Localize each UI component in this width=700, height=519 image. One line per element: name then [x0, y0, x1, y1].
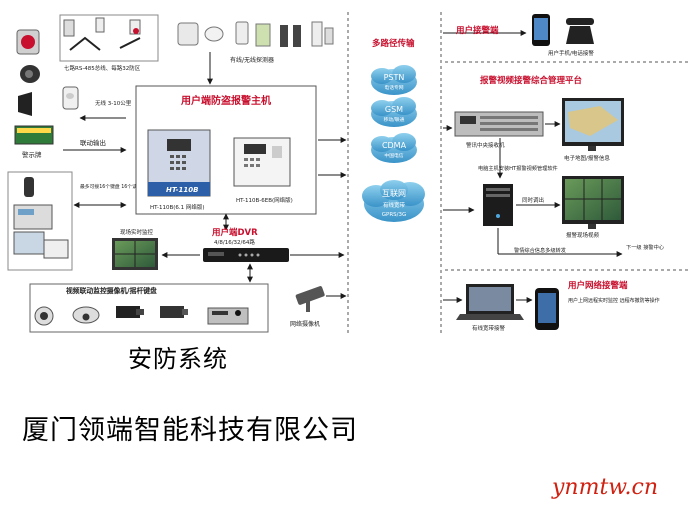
- network-camera: [295, 286, 325, 312]
- desk-phone: [566, 18, 594, 44]
- cloud-internet-sub2: GPRS/3G: [382, 212, 407, 218]
- cloud-pstn: [371, 65, 417, 95]
- live-monitor: [112, 238, 158, 270]
- keypad-note: 最多可接16个键盘 16个读卡器 30个遥控器: [80, 183, 174, 190]
- cloud-cdma-sub: 中国电信: [384, 152, 403, 159]
- laptop: [456, 284, 524, 320]
- remote-label: 用户上网远程实时监控 远程布撤防等操作: [568, 297, 660, 304]
- laptop-label: 有线宽带接警: [472, 324, 506, 332]
- diagram-caption: 安防系统: [128, 345, 228, 373]
- cloud-gsm: [371, 97, 417, 127]
- cloud-gsm-sub: 移动/联通: [384, 116, 405, 123]
- cloud-pstn-sub: 电话专网: [384, 84, 403, 91]
- platform-title: 报警视频接警综合管理平台: [480, 75, 583, 86]
- sync-label: 同时调出: [522, 196, 544, 204]
- alarm-host-b: [233, 137, 291, 187]
- host-panel-title: 用户端防盗报警主机: [180, 94, 271, 107]
- pc-tower: [483, 184, 513, 226]
- host-brand-text: HT-110B: [166, 186, 198, 194]
- phone-label: 用户手机/电话接警: [548, 49, 594, 57]
- host-model-b: HT-110B-6EB(网络版): [236, 196, 293, 204]
- user-alarm-title: 用户接警端: [455, 25, 499, 36]
- cloud-gsm-name: GSM: [385, 105, 403, 114]
- warning-board-label: 警示牌: [22, 150, 42, 159]
- linkage-output-label: 联动输出: [80, 138, 106, 147]
- cloud-internet-name: 互联网: [382, 189, 406, 198]
- live-monitor-label: 现场实时监控: [120, 228, 154, 236]
- map-label: 电子地图/报警信息: [564, 154, 610, 162]
- network-camera-label: 网络摄像机: [290, 320, 320, 328]
- smartphone: [535, 288, 559, 330]
- dvr-channels: 4/8/16/32/64路: [214, 238, 255, 246]
- software-label: 电脑主机安装HT报警视频管理软件: [478, 164, 558, 172]
- cloud-cdma: [371, 133, 417, 163]
- cameras-row: [34, 306, 249, 326]
- watermark-text: ynmtw.cn: [552, 475, 659, 500]
- wired-wireless-detectors: [177, 21, 334, 47]
- transmission-title: 多路径传输: [372, 38, 415, 49]
- scene-video-label: 报警现场视频: [566, 231, 600, 239]
- receiver-label: 警讯中央接收机: [466, 141, 505, 149]
- detector-group: [59, 14, 159, 62]
- alarm-host-a: [147, 129, 211, 197]
- dvr-title: 用户端DVR: [211, 227, 258, 238]
- map-monitor: [562, 98, 624, 151]
- central-receiver: [454, 111, 544, 137]
- cloud-cdma-name: CDMA: [382, 141, 407, 150]
- wireless-note: 无线 3-10公里: [95, 99, 132, 107]
- sms-label: 警情综合信息多级转发: [514, 246, 566, 254]
- host-model-a: HT-110B(6.1 网络版): [150, 203, 205, 211]
- siren-devices: [14, 29, 54, 145]
- net-alarm-title: 用户网络接警端: [567, 280, 628, 291]
- company-name: 厦门领端智能科技有限公司: [22, 415, 358, 446]
- pir-detector: [62, 86, 79, 110]
- detector-bus-note: 七路RS-485总线、每路32防区: [64, 64, 141, 72]
- mobile-phone: [532, 14, 550, 46]
- detectors-label: 有线/无线探测器: [230, 56, 274, 64]
- cloud-internet: [362, 180, 425, 222]
- cloud-pstn-name: PSTN: [384, 73, 405, 82]
- keypad-group: [7, 171, 73, 271]
- next-center-label: 下一级 接警中心: [626, 243, 664, 251]
- scene-video-monitor: [562, 176, 624, 229]
- video-linkage-title: 视频联动监控摄像机/摇杆键盘: [66, 286, 157, 295]
- cloud-internet-sub1: 有线宽带: [383, 201, 406, 209]
